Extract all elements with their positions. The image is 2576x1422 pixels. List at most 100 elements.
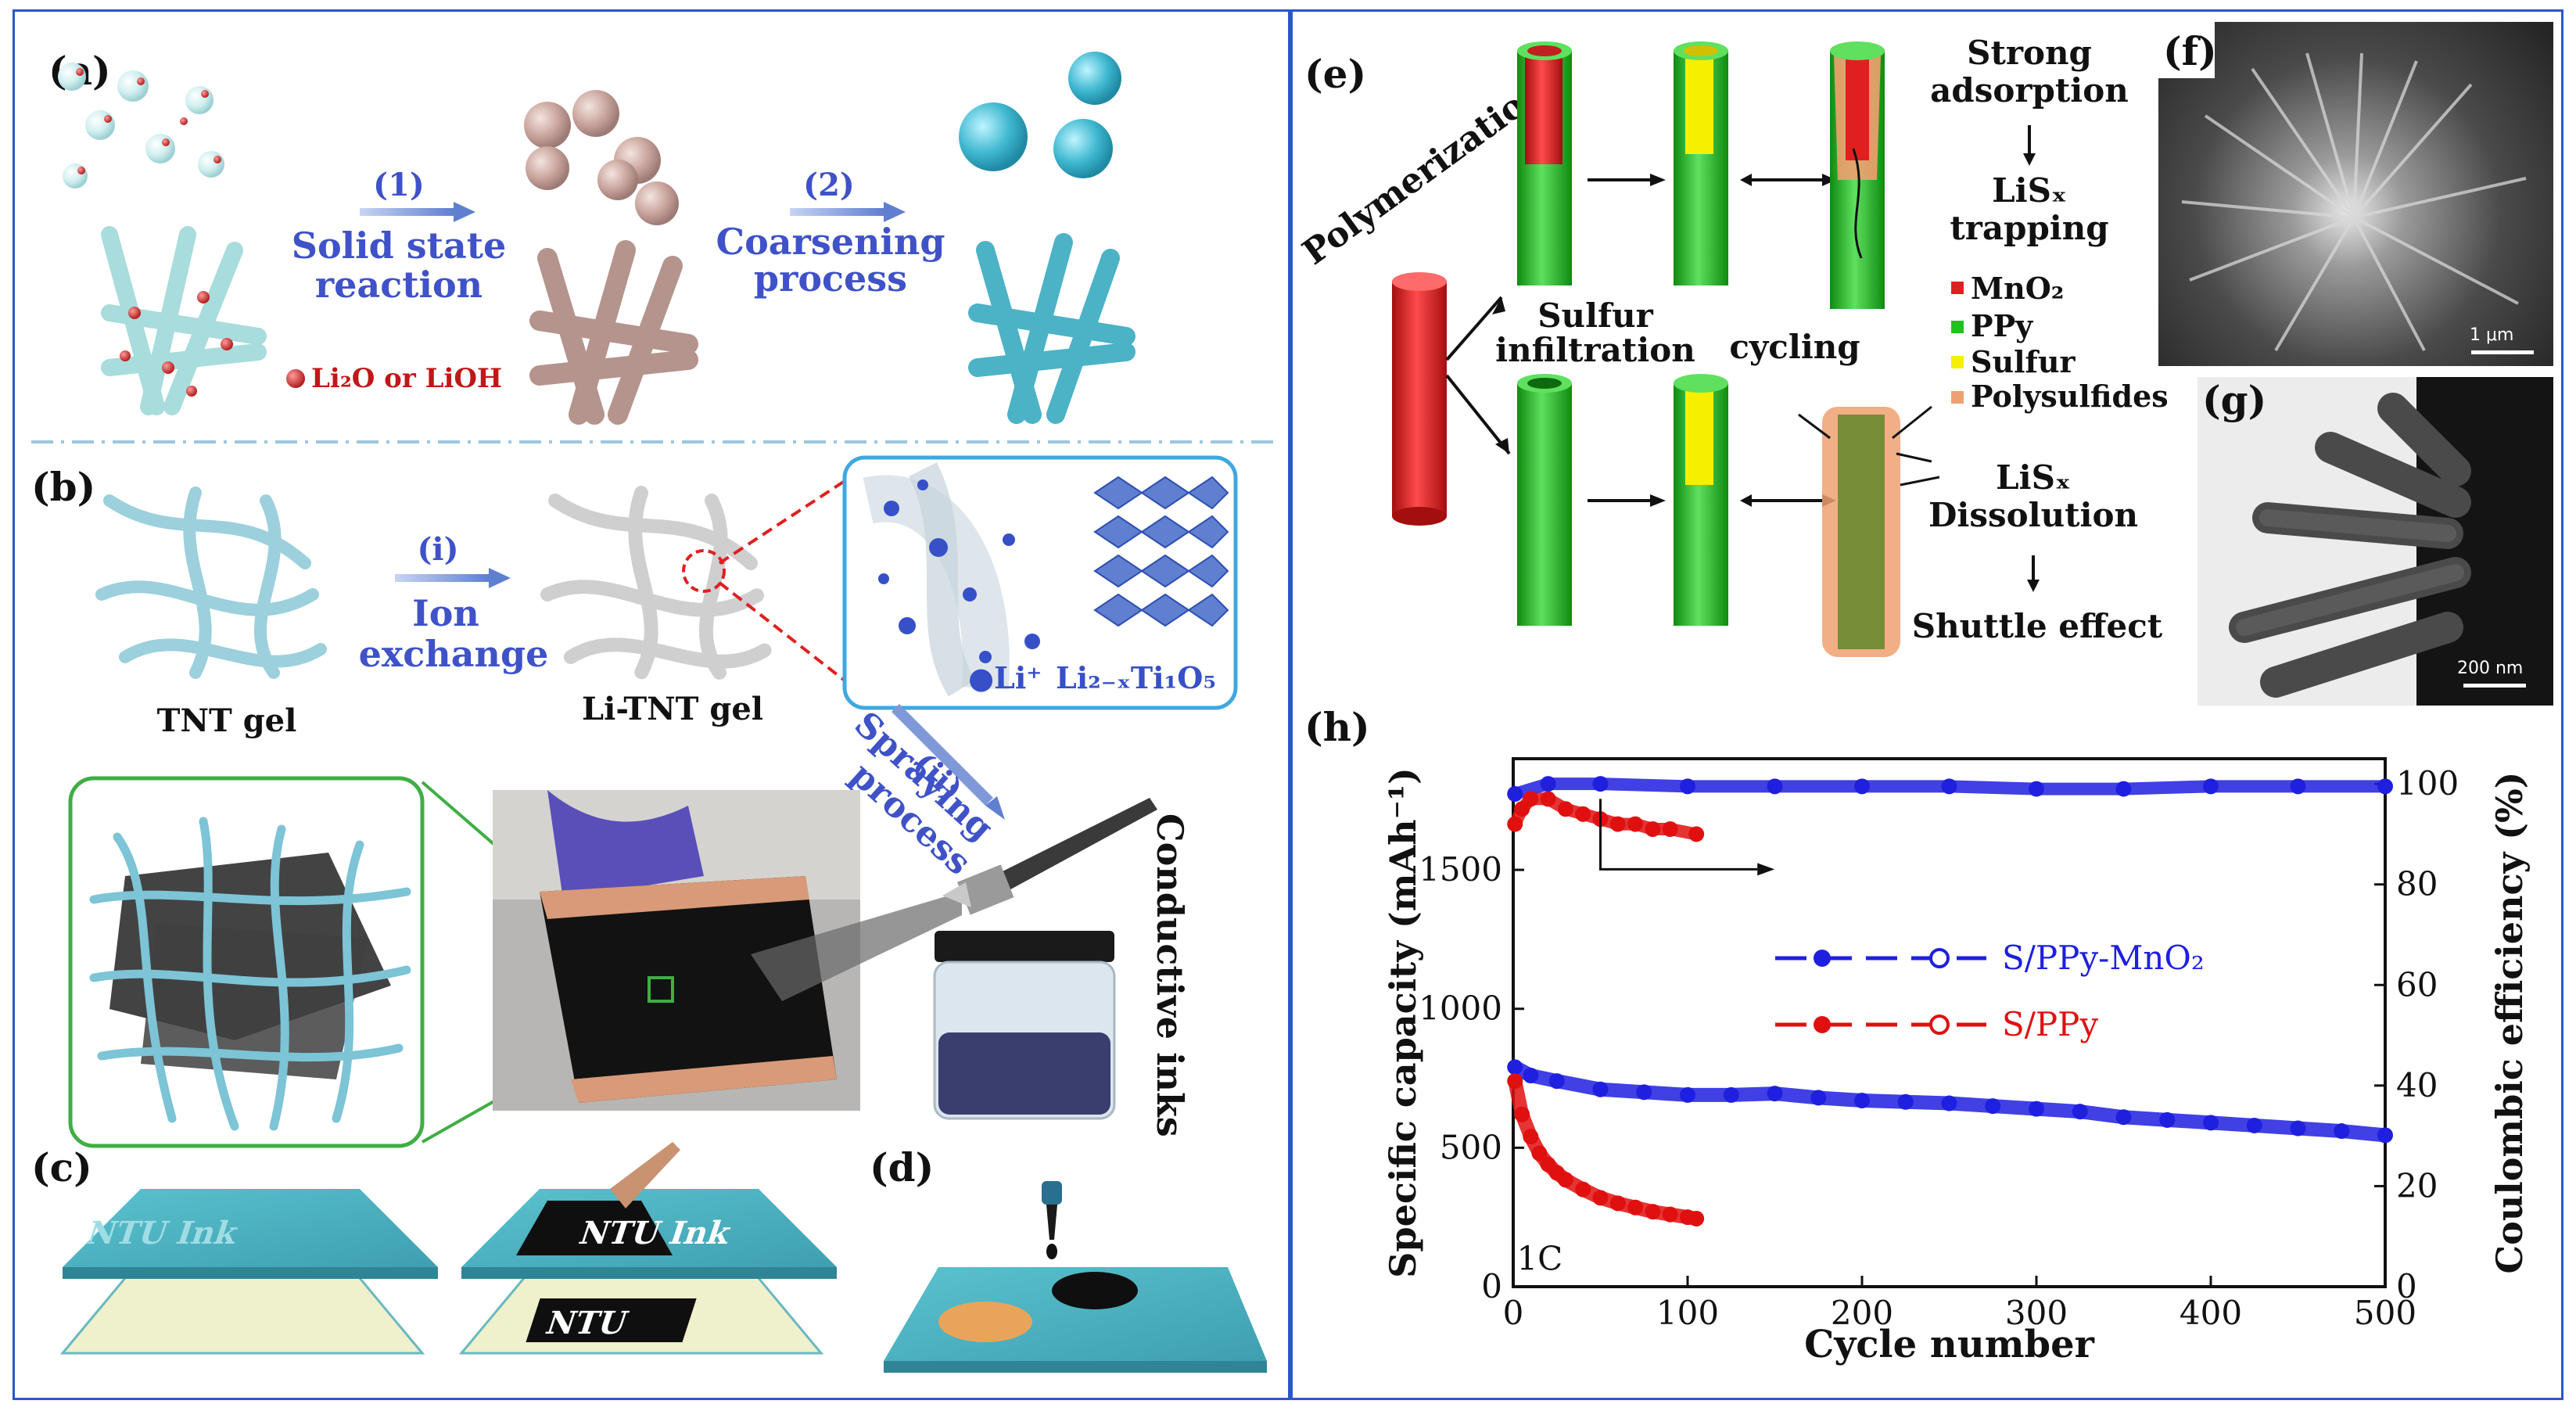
data-point [1531, 1145, 1548, 1162]
strong-text-2: adsorption [1930, 71, 2129, 110]
lisx-dis-text-1: LiSₓ [1996, 458, 2071, 497]
screen-print-setup-2: NTU Ink NTU [458, 1142, 837, 1355]
data-point [1941, 1095, 1957, 1111]
step2-text-2: process [754, 257, 907, 300]
data-point [2072, 1104, 2088, 1120]
data-point [2115, 1109, 2132, 1126]
data-point [1767, 1086, 1783, 1102]
tnt-gel-fibers [95, 487, 327, 679]
data-point [1523, 1068, 1539, 1083]
data-point [2029, 1101, 2044, 1117]
scale-label-f: 1 μm [2470, 325, 2514, 345]
efficiency-axis-arrow [1599, 799, 1758, 871]
y2-tick-label: 80 [2396, 865, 2438, 903]
legend-label: S/PPy-MnO₂ [2002, 939, 2205, 977]
sulfur-text-2: infiltration [1495, 331, 1695, 369]
y-tick-label: 0 [1481, 1267, 1502, 1305]
label-h: (h) [1304, 704, 1370, 750]
data-point [1575, 806, 1591, 822]
data-point [1810, 1090, 1827, 1106]
x-tick-label: 0 [1503, 1294, 1524, 1332]
data-point [1507, 816, 1523, 832]
data-point [1540, 791, 1556, 807]
label-b: (b) [31, 464, 95, 510]
x-tick-label: 500 [2354, 1294, 2416, 1332]
y-tick-label: 1500 [1419, 850, 1502, 889]
legend-marker-filled [1814, 950, 1831, 967]
data-point [2115, 781, 2132, 797]
label-f-box [2158, 22, 2215, 78]
step1-number: (1) [373, 167, 425, 203]
stepi-text-2: exchange [359, 633, 549, 675]
scale-bar-f [2471, 350, 2534, 354]
data-point [2290, 1120, 2306, 1137]
data-point [1854, 1092, 1870, 1108]
data-point [1645, 1204, 1661, 1220]
mno2-rod [1392, 272, 1447, 526]
data-point [1662, 821, 1678, 837]
label-c: (c) [31, 1144, 92, 1190]
data-point [2029, 781, 2044, 797]
data-point [1548, 1073, 1565, 1090]
tube-bottom-1 [1517, 374, 1572, 626]
data-point [1609, 1195, 1626, 1212]
stepi-arrow [395, 574, 489, 582]
legend-label: S/PPy [2002, 1005, 2098, 1043]
data-point [1767, 778, 1783, 795]
step2-number: (2) [803, 167, 855, 203]
tube-top-3 [1830, 41, 1885, 309]
legend-ppy: PPy [1971, 308, 2033, 343]
data-point [2246, 1117, 2262, 1133]
tube-bottom-2 [1674, 374, 1728, 626]
y2-tick-label: 40 [2396, 1066, 2438, 1104]
label-d: (d) [870, 1144, 934, 1190]
airbrush [942, 798, 1157, 915]
data-point [1723, 1086, 1739, 1103]
y2-axis-title: Coulombic efficiency (%) [2488, 772, 2531, 1274]
conductive-inks-label: Conductive inks [1149, 813, 1191, 1137]
data-point [1688, 826, 1705, 842]
data-point [1854, 778, 1870, 795]
step1-text-1: Solid state [292, 224, 507, 267]
legend-marker-open [1929, 1014, 1950, 1035]
composite-fibers [89, 817, 411, 1131]
step1-text-2: reaction [315, 264, 483, 306]
ntu-ink-text-2: NTU Ink [575, 1214, 737, 1251]
ntu-ink-text-1: NTU Ink [82, 1214, 245, 1251]
right-panel-frame [1290, 9, 2563, 1400]
left-panel-frame [13, 9, 1290, 1400]
data-point [1507, 1073, 1523, 1090]
data-point [1575, 1181, 1591, 1198]
series-line [1509, 777, 2391, 800]
data-point [1592, 1190, 1609, 1206]
x-tick-label: 100 [1656, 1294, 1719, 1332]
data-point [1557, 801, 1573, 817]
legend-mno2: MnO₂ [1971, 271, 2064, 306]
data-point [1662, 1206, 1678, 1223]
x-axis-title: Cycle number [1804, 1323, 2094, 1366]
li-tnt-gel-label: Li-TNT gel [582, 691, 763, 727]
tem-image-g: (g) 200 nm [2197, 377, 2553, 706]
plot-frame [1512, 757, 2387, 1288]
sem-image-f: (f) 1 μm [2158, 22, 2553, 366]
y-axis-title: Specific capacity (mAh⁻¹) [1382, 767, 1424, 1278]
ntu-text: NTU [541, 1304, 633, 1341]
y-tick-label: 500 [1440, 1128, 1502, 1166]
data-point [1627, 1199, 1644, 1216]
data-point [2334, 1123, 2350, 1140]
series-line [1508, 1060, 2392, 1143]
tube-top-1 [1517, 41, 1572, 285]
data-point [1514, 1106, 1530, 1122]
data-point [2290, 778, 2306, 795]
data-point [1688, 1210, 1705, 1226]
coarsened-spheres [959, 52, 1121, 178]
stepi-number: (i) [417, 531, 458, 568]
li2o-label: Li₂O or LiOH [311, 363, 502, 394]
stepi-text-1: Ion [412, 592, 479, 634]
data-point [2159, 1111, 2176, 1128]
tnt-gel-label: TNT gel [157, 702, 297, 739]
pink-rod-network [529, 240, 698, 425]
ink-jar [933, 931, 1116, 1120]
x-tick-label: 400 [2180, 1294, 2242, 1332]
